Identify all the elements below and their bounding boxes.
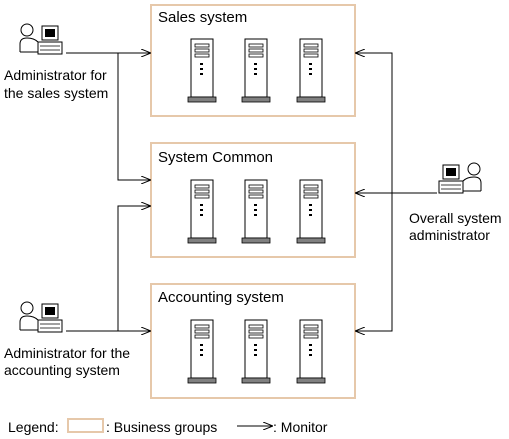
server-icon [296, 179, 326, 244]
legend-monitor: : Monitor [273, 419, 328, 435]
server-icon [187, 38, 217, 103]
overall-admin-icon [438, 162, 482, 194]
group-box-accounting [150, 283, 356, 399]
legend-business-groups: : Business groups [106, 419, 218, 435]
server-icon [187, 179, 217, 244]
group-title-common: System Common [158, 149, 274, 166]
legend-prefix: Legend: [8, 419, 59, 435]
server-icon [241, 38, 271, 103]
group-title-sales: Sales system [158, 9, 248, 26]
server-icon [296, 38, 326, 103]
accounting-admin-label-line2: accounting system [4, 362, 120, 378]
group-box-common [150, 142, 356, 258]
sales-admin-label-line1: Administrator for [4, 67, 107, 83]
sales-admin-label-line2: the sales system [4, 85, 109, 101]
server-icon [241, 319, 271, 384]
accounting-admin-icon [19, 301, 63, 333]
server-icon [187, 319, 217, 384]
group-box-sales [150, 4, 356, 117]
monitor-arrows-accounting-admin [66, 206, 150, 331]
monitor-arrows-sales-admin [66, 53, 150, 180]
group-title-accounting: Accounting system [158, 289, 284, 306]
accounting-admin-label-line1: Administrator for the [4, 345, 131, 361]
monitor-arrows-overall-admin [356, 53, 437, 331]
overall-admin-label-line2: administrator [409, 227, 490, 243]
server-icon [296, 319, 326, 384]
sales-admin-icon [19, 23, 63, 55]
legend-group-swatch [67, 418, 104, 433]
overall-admin-label-line1: Overall system [409, 210, 502, 226]
server-icon [241, 179, 271, 244]
